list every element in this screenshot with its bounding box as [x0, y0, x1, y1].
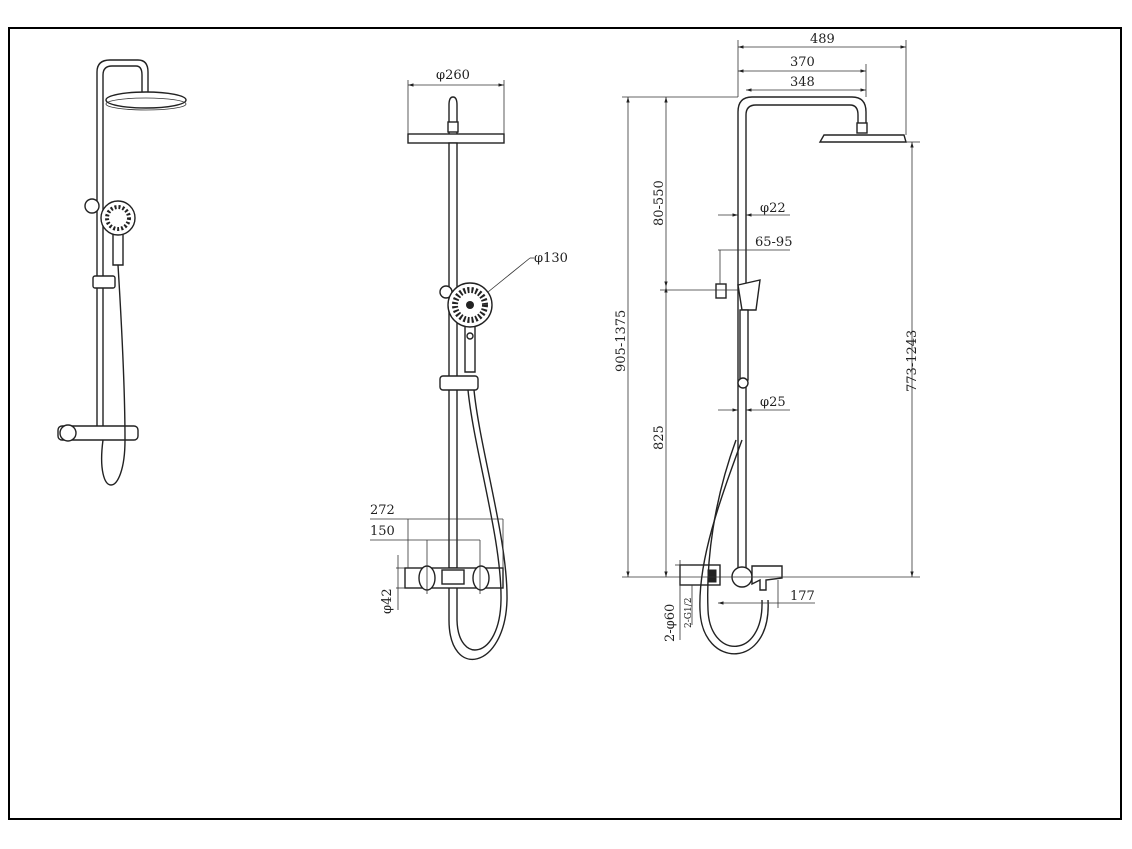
rain-head-front: [407, 133, 505, 144]
dim-lower-pipe: φ25: [760, 395, 786, 410]
dim-escutcheon: 2-φ60: [663, 604, 678, 642]
dim-reach-total: 489: [810, 32, 835, 47]
dim-inlet-spacing: 150: [370, 524, 395, 539]
perspective-view: [57, 59, 187, 486]
handshower-side: [737, 279, 761, 311]
dim-handshower-diameter: φ130: [534, 251, 568, 266]
rain-head-side: [818, 134, 907, 143]
dim-reach-arm: 370: [790, 55, 815, 70]
dim-reach-inner: 348: [790, 75, 815, 90]
dim-mixer-diameter: φ42: [380, 588, 395, 614]
dim-lower-height: 825: [652, 425, 667, 450]
dim-spout-reach: 177: [790, 589, 815, 604]
dim-upper-adjust: 80-550: [652, 180, 667, 226]
rain-head: [105, 91, 187, 109]
dim-head-height: 773-1243: [905, 330, 920, 392]
dim-upper-pipe: φ22: [760, 201, 786, 216]
dim-mixer-width: 272: [370, 503, 395, 518]
dim-total-height: 905-1375: [614, 310, 629, 372]
dim-thread: 2-G1/2: [684, 598, 694, 628]
mixer: [57, 425, 139, 441]
drawing-frame: [8, 27, 1122, 820]
front-view: φ260 φ130 272 150 φ42: [370, 68, 568, 661]
dim-holder-offset: 65-95: [755, 235, 792, 250]
side-view: 489 370 348 905-1375 80-550 825 773-1243…: [614, 32, 920, 655]
dim-head-diameter: φ260: [436, 68, 470, 83]
